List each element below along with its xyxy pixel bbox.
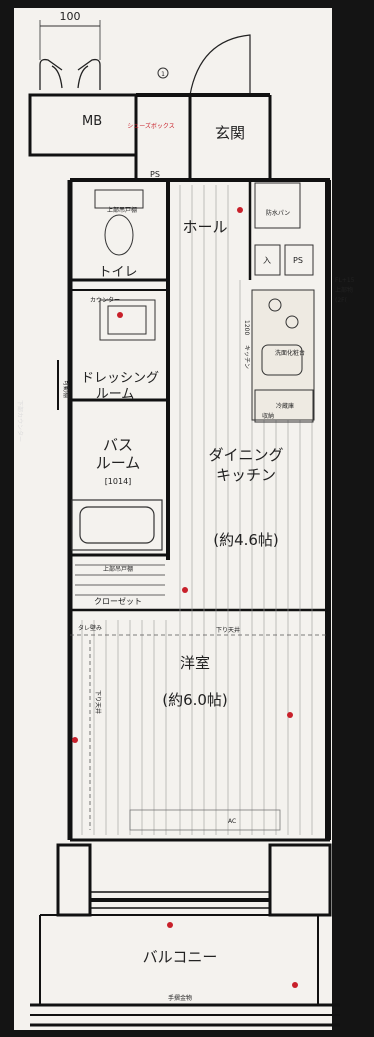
note-fl-1: FL+15 [335, 277, 355, 284]
note-storage: 収納 [262, 412, 274, 420]
closet-shelf [75, 564, 165, 596]
room-mb: MB [82, 114, 102, 129]
note-lower-counter: 下部カウンター [16, 400, 24, 442]
room-dressing-2: ルーム [96, 387, 135, 402]
washbasin [99, 299, 156, 341]
note-washroom-small: 洗面化粧台 [275, 349, 305, 357]
room-dining-1: ダイニング [208, 446, 283, 464]
note-down-ceiling-left: 下り天井 [94, 690, 102, 714]
note-entrance-marker: 入 [263, 256, 271, 265]
room-ps-left: PS [150, 170, 160, 179]
bathtub [71, 499, 163, 551]
room-western: 洋室 [180, 654, 210, 672]
note-fl-3: (2F( [335, 297, 347, 304]
floorboards [81, 185, 313, 835]
note-kitchen-label: キッチン [243, 345, 250, 369]
walls [28, 93, 340, 1027]
toilet-fixture [94, 189, 144, 256]
room-toilet: トイレ [98, 265, 137, 280]
marker-circle [157, 67, 169, 79]
room-entrance: 玄関 [215, 124, 245, 142]
note-kitchen-width: 1200 [243, 320, 250, 335]
room-dressing-1: ドレッシング [81, 371, 159, 386]
room-ps-right: PS [293, 256, 303, 265]
note-ac: AC [228, 818, 236, 825]
room-bath-2: ルーム [96, 454, 141, 472]
mb-doors [39, 58, 101, 90]
note-refrigerator: 冷蔵庫 [276, 402, 294, 410]
red-markers [72, 207, 298, 988]
note-hood: 防水パン [266, 209, 290, 217]
kitchen-counter [251, 289, 315, 421]
room-bath-1: バス [103, 436, 133, 454]
room-closet: クローゼット [94, 596, 142, 606]
note-fl-2: 上部物 [335, 286, 353, 294]
room-balcony: バルコニー [143, 948, 218, 966]
utility-blocks [254, 182, 314, 423]
room-hall: ホール [182, 218, 227, 236]
room-dining-2: キッチン [216, 466, 276, 484]
dimension-top: 100 [60, 10, 81, 23]
entrance-door [189, 34, 251, 96]
room-bath-size: [1014] [105, 477, 132, 486]
room-dining-size: (約4.6帖) [213, 531, 279, 549]
note-movable-shelf: 可動棚 [62, 380, 70, 398]
ac-box [129, 809, 281, 831]
note-down-ceiling-top: 下り天井 [216, 626, 240, 634]
room-western-size: (約6.0帖) [162, 691, 228, 709]
note-handrail: 手摺金物 [168, 994, 192, 1002]
room-shoes-box: シューズボックス [127, 122, 175, 130]
note-upper-cabinet: 上部吊戸棚 [103, 565, 133, 573]
note-toilet-shelf: 上部吊戸棚 [107, 206, 137, 214]
note-drop-line: タレ壁み [78, 624, 102, 632]
room-counter: カウンター [90, 296, 120, 304]
marker-1: 1 [161, 71, 165, 78]
